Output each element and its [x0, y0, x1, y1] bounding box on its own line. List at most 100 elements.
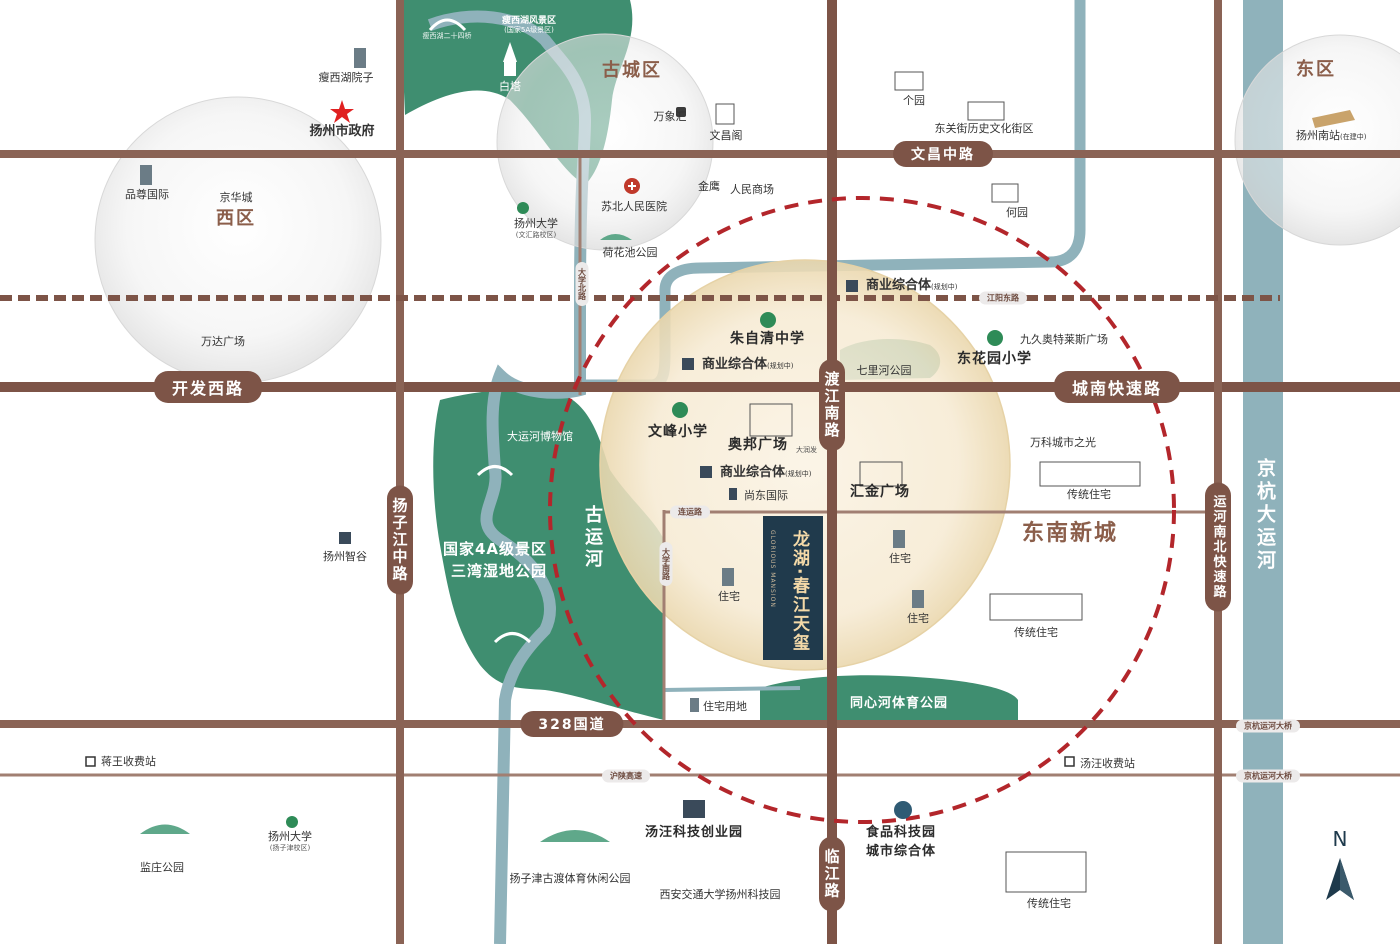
poi-zhuziqing[interactable]: 朱自清中学	[730, 331, 805, 347]
poi-xjtu-park[interactable]: 西安交通大学扬州科技园	[659, 888, 781, 901]
poi-jianzhuang[interactable]: 监庄公园	[140, 861, 184, 874]
poi-tangwang-science[interactable]: 汤汪科技创业园	[645, 825, 744, 840]
poi-shouxihu-yuanzi[interactable]: 瘦西湖院子	[318, 71, 374, 84]
old-city-ball	[496, 33, 714, 251]
road-linjiang: 临江路	[819, 836, 845, 912]
district-southeast: 东南新城	[1021, 521, 1119, 546]
bridge-icon	[493, 632, 532, 644]
school-icon	[286, 202, 1003, 828]
poi-renmin-shangchang[interactable]: 人民商场	[730, 183, 774, 196]
bridge-icon	[428, 18, 467, 32]
road-lianyun: 连运路	[670, 505, 710, 519]
park-icon	[894, 801, 912, 819]
poi-shouxihu-scenic-sub: (国家5A级景区)	[504, 26, 554, 34]
poi-jiujiu-outlets[interactable]: 九久奥特莱斯广场	[1020, 333, 1108, 346]
bridge-jinghang-2: 京杭运河大桥	[1236, 769, 1300, 783]
train-icon	[1312, 110, 1355, 128]
district-old-city: 古城区	[602, 60, 662, 81]
poi-food-science-1[interactable]: 食品科技园	[866, 825, 937, 840]
park-icon	[540, 830, 610, 842]
toll-icon	[85, 756, 96, 767]
building-icon	[140, 48, 924, 712]
star-icon	[330, 100, 354, 123]
office-icon	[339, 280, 858, 818]
road-wenchang-middle: 文昌中路	[893, 141, 993, 167]
south-creek	[663, 686, 801, 692]
shop-icon	[676, 107, 686, 117]
road-kaifa-west: 开发西路	[153, 371, 263, 403]
poi-huijin[interactable]: 汇金广场	[850, 484, 910, 500]
poi-commercial-planned-1[interactable]: 商业综合体(规划中)	[866, 278, 958, 293]
poi-wetland-2[interactable]: 三湾湿地公园	[451, 562, 548, 580]
poi-heyuan[interactable]: 何园	[1006, 206, 1028, 219]
poi-wanda[interactable]: 万达广场	[201, 335, 245, 348]
poi-wenchangge[interactable]: 文昌阁	[709, 129, 743, 142]
poi-food-science-2[interactable]: 城市综合体	[866, 844, 937, 859]
poi-vanke[interactable]: 万科城市之光	[1030, 436, 1096, 449]
road-g328: 328国道	[520, 711, 624, 737]
poi-baita[interactable]: 白塔	[499, 80, 521, 93]
poi-traditional-res-1[interactable]: 传统住宅	[1067, 488, 1111, 501]
park-icon	[600, 234, 632, 240]
poi-yangzijin-park[interactable]: 扬子津古渡体育休闲公园	[509, 872, 631, 885]
poi-yzu-wenhui[interactable]: 扬州大学	[514, 217, 558, 230]
project-name: 龙湖·春江天玺	[789, 530, 809, 653]
poi-gov[interactable]: 扬州市政府	[309, 124, 375, 139]
road-hushan-highway: 沪陕高速	[602, 769, 650, 783]
poi-commercial-planned-2[interactable]: 商业综合体(规划中)	[702, 357, 794, 372]
poi-pinzun[interactable]: 品尊国际	[125, 188, 169, 201]
poi-commercial-planned-3[interactable]: 商业综合体(规划中)	[720, 465, 812, 480]
poi-jinghua[interactable]: 京华城	[219, 191, 253, 204]
bridge-icon	[476, 465, 514, 477]
district-east: 东区	[1296, 59, 1336, 80]
road-daxue-south: 大学南路	[659, 542, 673, 586]
poi-jiangwang-toll[interactable]: 蒋王收费站	[101, 755, 156, 768]
poi-yz-zhigu[interactable]: 扬州智谷	[323, 550, 367, 563]
poi-dongguanjie[interactable]: 东关街历史文化街区	[934, 122, 1034, 135]
southeast-ball	[599, 259, 1011, 671]
project-en-name: GLORIOUS MANSION	[769, 530, 776, 608]
road-jiangyang-east: 江阳东路	[979, 291, 1027, 305]
poi-hehuachi[interactable]: 荷花池公园	[602, 246, 658, 259]
bridge-jinghang-1: 京杭运河大桥	[1236, 719, 1300, 733]
poi-shouxihu-scenic: 瘦西湖风景区	[501, 16, 557, 26]
poi-aobang[interactable]: 奥邦广场	[728, 437, 788, 453]
poi-traditional-res-3[interactable]: 传统住宅	[1027, 897, 1071, 910]
poi-donghuayuan[interactable]: 东花园小学	[957, 351, 1032, 367]
poi-tangwang-toll[interactable]: 汤汪收费站	[1080, 757, 1135, 770]
toll-icon	[1064, 756, 1075, 767]
poi-jinying[interactable]: 金鹰	[698, 180, 720, 193]
grand-canal-label: 京杭大运河	[1254, 458, 1276, 573]
poi-yangzhou-south-station[interactable]: 扬州南站(在建中)	[1296, 129, 1367, 142]
district-west: 西区	[216, 208, 256, 229]
poi-qilihe[interactable]: 七里河公园	[856, 364, 912, 377]
building-icon	[715, 71, 1141, 893]
poi-residential-1[interactable]: 住宅	[718, 590, 740, 603]
poi-residential-2[interactable]: 住宅	[889, 552, 911, 565]
poi-wetland-1[interactable]: 国家4A级景区	[443, 540, 548, 558]
poi-wanxianghui[interactable]: 万象汇	[653, 110, 687, 123]
road-dujiang-south: 渡江南路	[819, 359, 845, 451]
ancient-canal-label: 古运河	[582, 505, 603, 571]
poi-wenfeng[interactable]: 文峰小学	[648, 424, 708, 440]
poi-traditional-res-2[interactable]: 传统住宅	[1014, 626, 1058, 639]
east-district-ball	[1234, 34, 1400, 246]
project-badge[interactable]: 龙湖·春江天玺 GLORIOUS MANSION	[763, 516, 823, 660]
pagoda-icon	[503, 42, 517, 76]
tongxinhe-park	[760, 675, 1018, 722]
poi-shangdong[interactable]: 尚东国际	[744, 489, 788, 502]
poi-geyuan[interactable]: 个园	[903, 94, 925, 107]
poi-yzu-yangzijin[interactable]: 扬州大学	[268, 830, 312, 843]
poi-residential-land[interactable]: 住宅用地	[703, 700, 747, 713]
road-yunhe-nanbei: 运河南北快速路	[1205, 482, 1231, 612]
poi-ershisiqiao: 瘦西湖二十四桥	[422, 32, 472, 40]
road-chengnan-express: 城南快速路	[1053, 371, 1181, 403]
park-icon	[140, 824, 190, 834]
poi-canal-museum[interactable]: 大运河博物馆	[507, 430, 573, 443]
poi-residential-3[interactable]: 住宅	[907, 612, 929, 625]
poi-tongxinhe[interactable]: 同心河体育公园	[850, 696, 949, 711]
poi-subei-hospital[interactable]: 苏北人民医院	[601, 200, 667, 213]
